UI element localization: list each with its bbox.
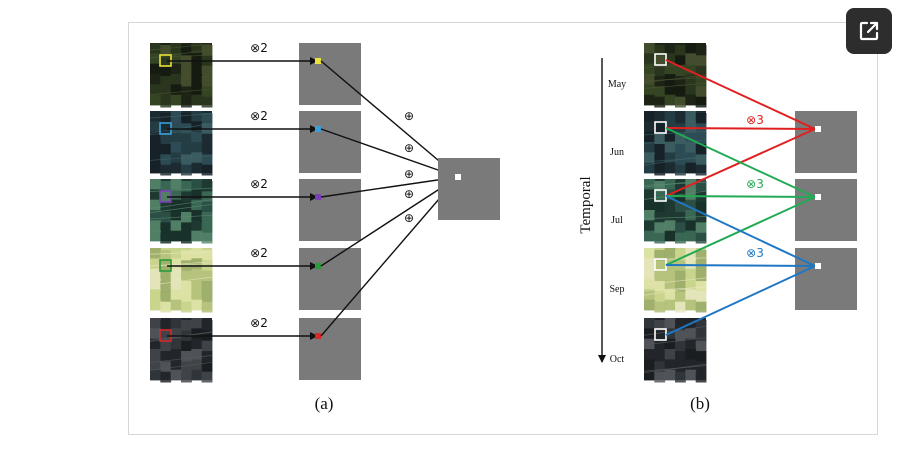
panel-a-sum-arrow [320,176,459,337]
panel-b-image-tile [643,179,707,244]
panel-b-link-line [665,59,816,130]
panel-b-operator: ⊗3 [746,246,764,260]
panel-b-output-point [815,263,821,269]
panel-b-image-tile [643,248,707,313]
panel-a-label: (a) [315,394,334,413]
month-label: Jun [610,147,624,158]
panel-b-link-line [665,127,816,198]
panel-a-sum-arrow [320,176,459,267]
panel-a-feature-point [315,333,321,339]
panel-a-image-tile [149,179,213,244]
panel-a-row-operator: ⊗2 [250,316,268,330]
panel-a-sum-arrow [320,60,459,178]
panel-a-feature-map [299,179,361,241]
panel-a-image-tile [149,248,213,313]
panel-a-feature-map [299,43,361,105]
panel-a-feature-map [299,318,361,380]
panel-a-image-tile [149,43,213,108]
panel-b-link-line [665,265,816,336]
temporal-axis-label: Temporal [578,176,594,233]
panel-a-feature-map [299,248,361,310]
panel-b-label: (b) [690,394,710,413]
panel-b-selection-box [654,53,667,66]
panel-a-sum-operator: ⊕ [404,141,414,155]
panel-b-output-map [795,179,857,241]
month-label: Sep [610,284,625,295]
panel-a-sum-operator: ⊕ [404,187,414,201]
panel-a-row-operator: ⊗2 [250,109,268,123]
panel-a-row-operator: ⊗2 [250,41,268,55]
panel-a-sum-operator: ⊕ [404,109,414,123]
panel-a: ⊗2 ⊗2 ⊗2 ⊗2 ⊗2 ⊕ ⊕ ⊕ ⊕ ⊕ [149,41,500,383]
panel-b-link-line [665,264,816,267]
open-external-button[interactable] [846,8,892,54]
panel-b-operator: ⊗3 [746,113,764,127]
month-label: May [608,79,626,90]
month-label: Jul [611,215,623,226]
panel-a-sum-arrow [320,174,459,198]
panel-b-link-line [665,127,816,130]
panel-a-sum-operator: ⊕ [404,167,414,181]
panel-a-feature-point [315,263,321,269]
panel-a-row-operator: ⊗2 [250,177,268,191]
panel-a-output-point [455,174,461,180]
panel-a-sum-arrow [320,128,459,179]
panel-b-output-map [795,248,857,310]
panel-b-link-line [665,195,816,267]
panel-b-output-map [795,111,857,173]
panel-b-operator: ⊗3 [746,177,764,191]
panel-b-image-tile [643,318,707,383]
panel-b-link-arrowhead [809,262,815,270]
panel-a-output-map [438,158,500,220]
panel-a-row-operator: ⊗2 [250,246,268,260]
panel-a-feature-point [315,126,321,132]
panel-b-link-arrowhead [809,125,815,133]
panel-a-image-tile [149,111,213,176]
panel-a-feature-point [315,58,321,64]
panel-a-sum-operator: ⊕ [404,211,414,225]
figure-frame [128,22,878,435]
month-label: Oct [610,354,625,365]
panel-b-output-point [815,126,821,132]
panel-b-link-arrowhead [809,193,815,201]
panel-a-feature-map [299,111,361,173]
panel-a-feature-point [315,194,321,200]
panel-b-selection-box [654,121,667,134]
panel-a-image-tile [149,318,213,383]
panel-b-output-point [815,194,821,200]
panel-b-link-line [665,195,816,198]
open-external-icon [859,21,879,41]
